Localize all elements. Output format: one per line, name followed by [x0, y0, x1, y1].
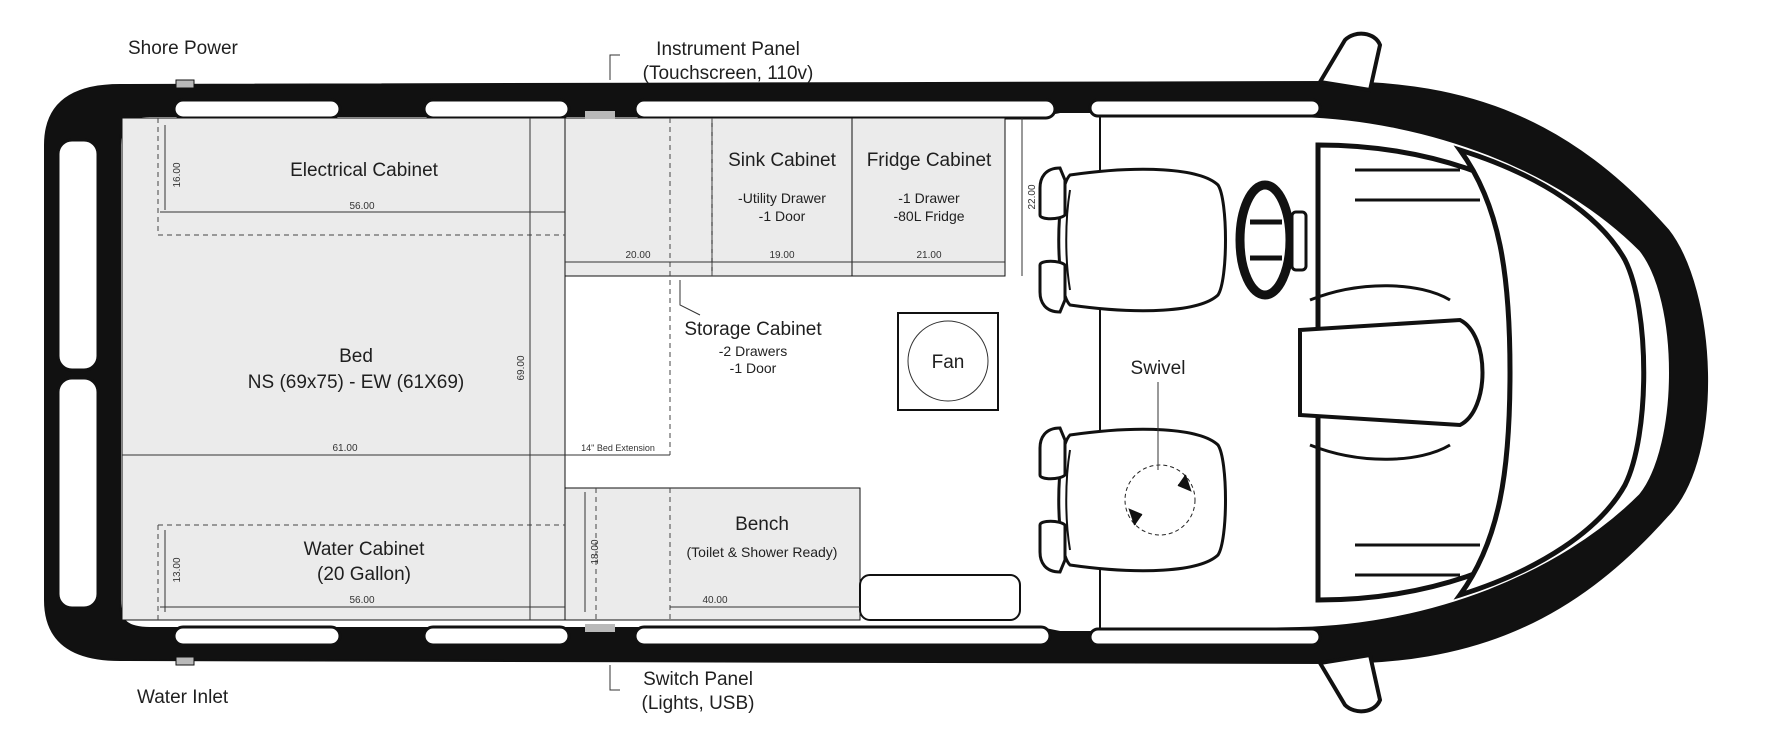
switch-panel-sublabel: (Lights, USB)	[642, 693, 755, 714]
dim-bed-length: 69.00	[516, 355, 527, 380]
center-console	[1298, 317, 1485, 428]
bench-subtitle: (Toilet & Shower Ready)	[687, 544, 838, 560]
water-cabinet-title: Water Cabinet	[304, 539, 425, 560]
mirror-top	[1316, 31, 1383, 93]
water-inlet-marker	[175, 656, 195, 666]
window-top-3	[633, 98, 1057, 120]
water-cabinet-subtitle: (20 Gallon)	[317, 564, 411, 585]
storage-cabinet-title: Storage Cabinet	[684, 319, 822, 340]
dim-water-width: 56.00	[349, 595, 374, 606]
rear-door-right	[56, 376, 100, 610]
fan-label: Fan	[932, 352, 965, 373]
storage-cabinet-line2: -1 Door	[730, 360, 777, 376]
dim-electrical-depth: 16.00	[172, 162, 183, 187]
storage-cabinet-line1: -2 Drawers	[719, 343, 787, 359]
dim-sink-width: 19.00	[769, 250, 794, 261]
sink-cabinet-title: Sink Cabinet	[728, 150, 836, 171]
fan-unit	[897, 312, 999, 411]
switch-panel-label: Switch Panel	[643, 669, 753, 690]
dim-bed-extension: 14" Bed Extension	[581, 443, 655, 453]
sink-cabinet-line1: -Utility Drawer	[738, 190, 826, 206]
dimension-lines	[122, 118, 1023, 620]
instrument-panel-leader	[609, 54, 620, 80]
fan-blade-circle	[907, 320, 989, 402]
dim-water-depth: 13.00	[172, 557, 183, 582]
bed-subtitle: NS (69x75) - EW (61X69)	[248, 372, 464, 393]
windshield	[1453, 145, 1647, 600]
fridge-cabinet-line2: -80L Fridge	[893, 208, 964, 224]
bed-title: Bed	[339, 346, 373, 367]
swivel-circle	[1124, 464, 1196, 536]
fridge-cabinet-line1: -1 Drawer	[898, 190, 960, 206]
dim-bench-depth: 18.00	[590, 539, 601, 564]
swivel-label: Swivel	[1131, 358, 1186, 379]
window-top-1	[172, 98, 342, 120]
fridge-cabinet-title: Fridge Cabinet	[867, 150, 992, 171]
seat-bottom	[1038, 382, 1227, 574]
dim-counter-depth: 22.00	[1027, 184, 1038, 209]
shore-power-label: Shore Power	[128, 38, 239, 59]
cab-door-top	[1088, 98, 1322, 118]
shore-power-marker	[175, 79, 195, 89]
window-bottom-3	[633, 625, 1052, 647]
mirror-bottom	[1316, 652, 1383, 714]
sink-cabinet-line2: -1 Door	[759, 208, 806, 224]
hood-line-bottom	[1355, 543, 1480, 577]
fridge-cabinet	[851, 117, 1006, 277]
hood-line-top	[1355, 168, 1480, 202]
window-top-2	[422, 98, 571, 120]
console-detail	[1309, 284, 1451, 461]
swivel-arrow	[1128, 474, 1192, 526]
switch-panel-leader	[609, 665, 620, 691]
steering-wheel	[1235, 180, 1308, 300]
dashed-lines	[157, 118, 713, 620]
seat-top	[1038, 166, 1227, 314]
instrument-panel-marker	[585, 111, 615, 119]
dim-counter-left-width: 20.00	[625, 250, 650, 261]
rear-door-left	[56, 138, 100, 372]
switch-panel-marker	[585, 624, 615, 632]
bench-title: Bench	[735, 514, 789, 535]
cabinets	[121, 117, 1021, 621]
electrical-cabinet-title: Electrical Cabinet	[290, 160, 439, 181]
dim-fridge-width: 21.00	[916, 250, 941, 261]
window-bottom-2	[422, 625, 571, 647]
dim-bench-width: 40.00	[702, 595, 727, 606]
instrument-panel-label: Instrument Panel	[656, 39, 800, 60]
bench-step	[859, 574, 1021, 621]
water-inlet-label: Water Inlet	[137, 687, 229, 708]
counter-left-block	[564, 117, 713, 277]
instrument-panel-sublabel: (Touchscreen, 110v)	[643, 63, 814, 84]
sink-cabinet	[711, 117, 853, 277]
window-bottom-1	[172, 625, 342, 647]
bench-cabinet	[564, 487, 861, 621]
cab-door-bottom	[1088, 627, 1322, 647]
dim-electrical-width: 56.00	[349, 201, 374, 212]
dim-bed-width: 61.00	[332, 443, 357, 454]
